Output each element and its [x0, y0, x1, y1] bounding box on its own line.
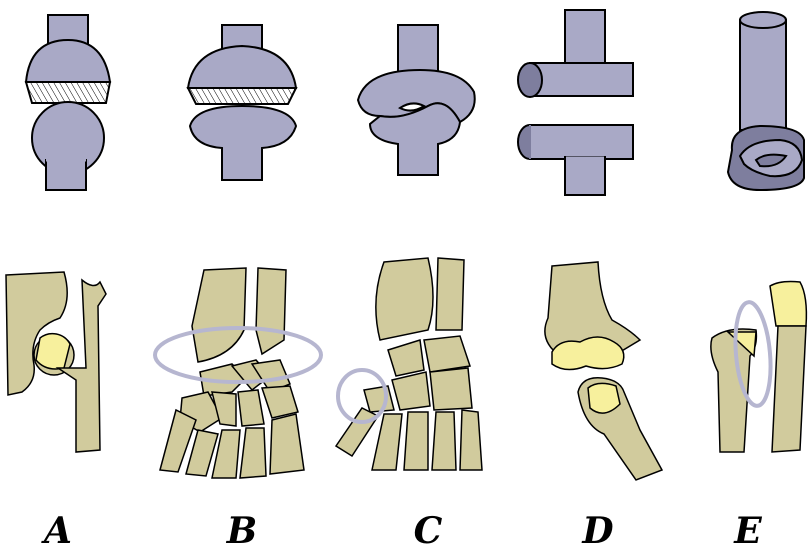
- saddle-model: [358, 25, 475, 175]
- hip-joint: [6, 272, 106, 452]
- label-b: B: [212, 510, 272, 552]
- label-e: E: [718, 510, 778, 552]
- label-d: D: [568, 510, 628, 552]
- hinge-model: [518, 10, 633, 195]
- label-a: A: [28, 510, 88, 552]
- elbow-humeroulnar-joint: [545, 262, 662, 480]
- label-c: C: [398, 510, 458, 552]
- ellipsoid-model: [188, 25, 296, 180]
- ball-and-socket-model: [26, 15, 110, 190]
- thumb-carpometacarpal-joint: [336, 258, 482, 470]
- pivot-model: [728, 12, 804, 190]
